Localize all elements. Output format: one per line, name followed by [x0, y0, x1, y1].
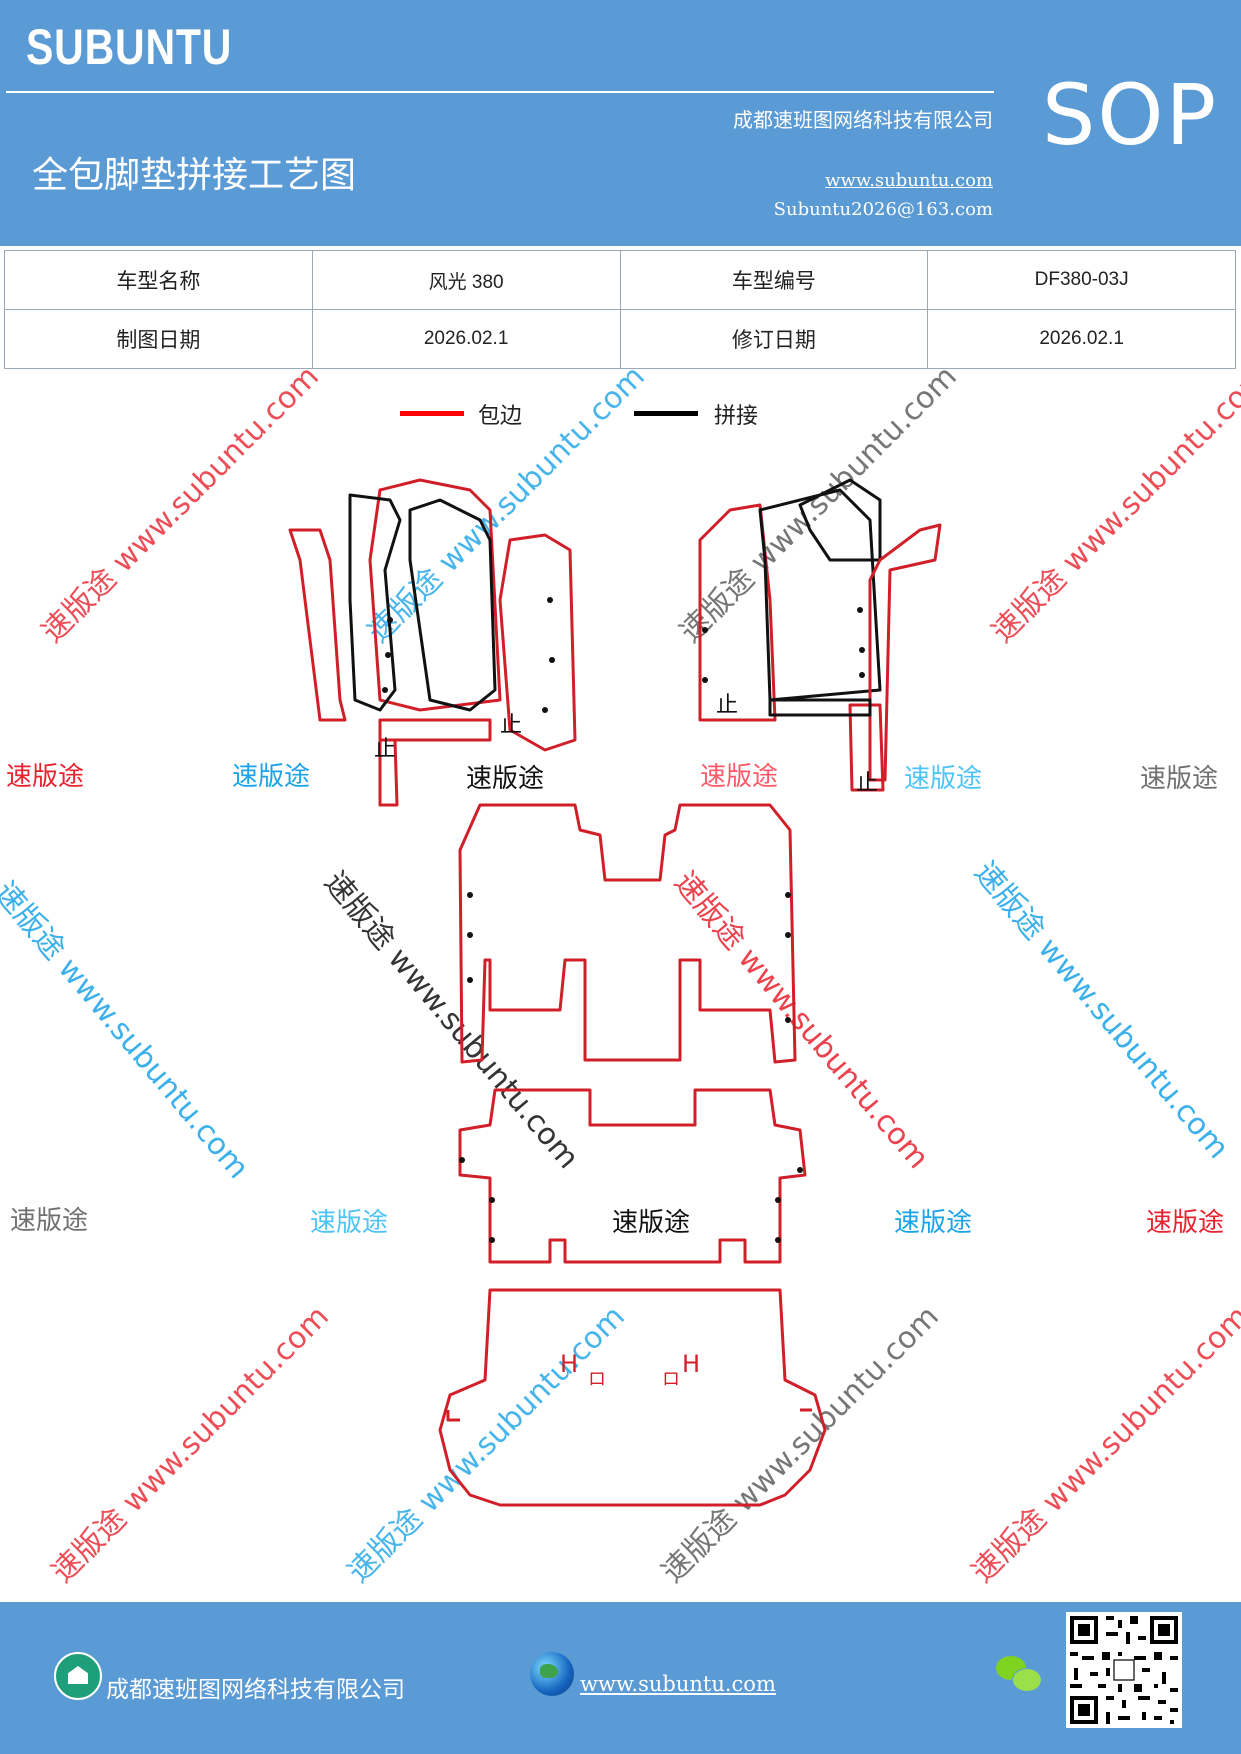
- legend-join-swatch: [634, 411, 698, 416]
- qr-code-pattern: [1070, 1616, 1178, 1724]
- watermark-brand: 速版途: [1140, 764, 1219, 794]
- wechat-icon: [996, 1654, 1042, 1694]
- watermark-brand: 速版途: [310, 1208, 389, 1238]
- stop-mark: 止: [716, 693, 738, 718]
- company-icon: [54, 1652, 102, 1700]
- header-divider: [6, 91, 994, 93]
- stop-mark: 止: [374, 737, 396, 762]
- watermark-brand: 速版途: [466, 764, 545, 794]
- qr-code: [1066, 1612, 1182, 1728]
- revise-date-label: 修订日期: [619, 309, 929, 369]
- legend-join-label: 拼接: [714, 404, 759, 429]
- watermark-brand: 速版途: [232, 762, 311, 792]
- revise-date-value: 2026.02.1: [927, 309, 1236, 369]
- o-mark: ロ: [662, 1369, 680, 1390]
- legend-wrap-label: 包边: [478, 404, 523, 429]
- footer-company: 成都速班图网络科技有限公司: [106, 1677, 405, 1703]
- watermark-brand: 速版途: [612, 1208, 691, 1238]
- cargo-mat: [438, 1288, 827, 1507]
- document-title: 全包脚垫拼接工艺图: [32, 155, 357, 196]
- stop-mark: 止: [500, 713, 522, 738]
- model-info-table: 车型名称 风光 380 车型编号 DF380-03J 制图日期 2026.02.…: [4, 250, 1236, 369]
- header-email: Subuntu2026@163.com: [773, 199, 993, 220]
- h-mark: H: [560, 1350, 578, 1378]
- table-row: 制图日期 2026.02.1 修订日期 2026.02.1: [4, 309, 1236, 369]
- legend-join: 拼接: [634, 398, 794, 438]
- model-code-value: DF380-03J: [927, 250, 1236, 310]
- draw-date-value: 2026.02.1: [311, 309, 621, 369]
- table-row: 车型名称 风光 380 车型编号 DF380-03J: [4, 250, 1236, 310]
- legend-wrap: 包边: [400, 398, 560, 438]
- driver-mat: [288, 478, 577, 807]
- stop-mark: 止: [856, 771, 878, 796]
- watermark-brand: 速版途: [904, 764, 983, 794]
- watermark-brand: 速版途: [1146, 1208, 1225, 1238]
- model-name-label: 车型名称: [4, 250, 313, 310]
- rivet-dots: [382, 597, 865, 1243]
- rear-row-mat: [458, 1088, 807, 1264]
- globe-icon: [530, 1652, 574, 1696]
- watermark-brand: 速版途: [6, 762, 85, 792]
- watermark-brand: 速版途: [10, 1206, 89, 1236]
- watermark-brand: 速版途: [894, 1208, 973, 1238]
- footer-website-link[interactable]: www.subuntu.com: [580, 1672, 776, 1696]
- legend-wrap-swatch: [400, 411, 464, 416]
- middle-row-mat: [458, 803, 797, 1064]
- watermark-brand: 速版途: [700, 762, 779, 792]
- sop-badge: SOP: [1042, 66, 1219, 164]
- o-mark: ロ: [588, 1369, 606, 1390]
- model-code-label: 车型编号: [619, 250, 929, 310]
- header-company: 成都速班图网络科技有限公司: [733, 108, 993, 132]
- header-website-link[interactable]: www.subuntu.com: [825, 170, 993, 191]
- draw-date-label: 制图日期: [4, 309, 313, 369]
- brand-logo: SUBUNTU: [26, 19, 233, 75]
- header-banner: [0, 0, 1241, 246]
- passenger-mat: [698, 478, 942, 792]
- model-name-value: 风光 380: [311, 250, 621, 310]
- floor-mat-diagram: 止 止 止 止 H ロ ロ H: [288, 478, 942, 1507]
- h-mark: H: [682, 1350, 700, 1378]
